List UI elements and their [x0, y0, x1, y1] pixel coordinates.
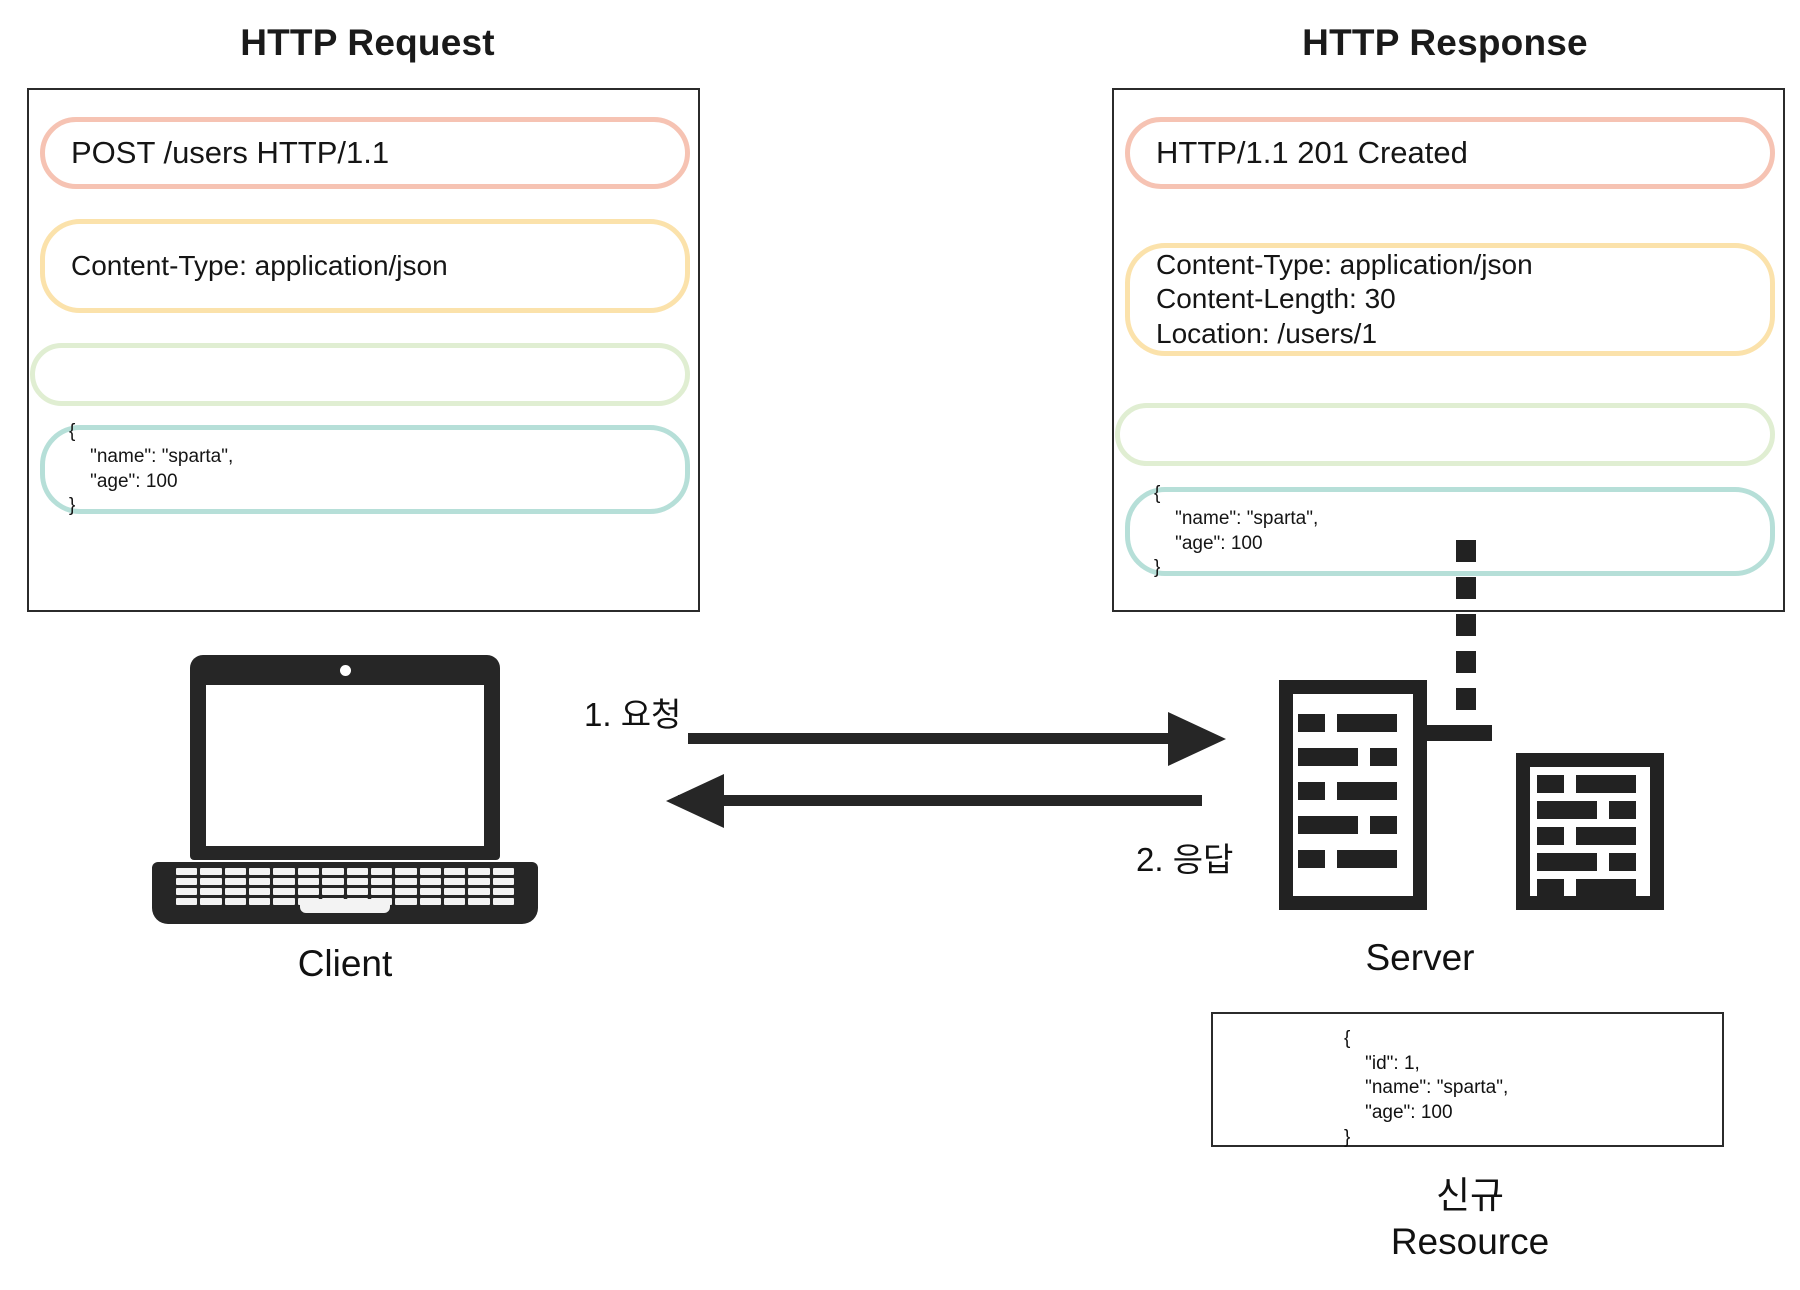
http-response-title: HTTP Response	[1302, 22, 1588, 63]
new-resource-body-text: { "id": 1, "name": "sparta", "age": 100 …	[1344, 1028, 1509, 1148]
response-flow-label: 2. 응답	[1136, 841, 1234, 878]
request-headers-text: Content-Type: application/json	[71, 249, 448, 281]
request-start-line-text: POST /users HTTP/1.1	[71, 135, 390, 171]
request-start-line-pill: POST /users HTTP/1.1	[40, 117, 690, 189]
request-headers-pill: Content-Type: application/json	[40, 219, 690, 313]
response-headers-pill: Content-Type: application/json Content-L…	[1125, 243, 1775, 356]
request-body-text: { "name": "sparta", "age": 100 }	[69, 421, 234, 517]
response-body-pill: { "name": "sparta", "age": 100 }	[1125, 483, 1775, 578]
request-flow-label: 1. 요청	[584, 696, 682, 733]
response-status-line-text: HTTP/1.1 201 Created	[1156, 135, 1468, 171]
new-resource-label: 신규 Resource	[1390, 1175, 1550, 1263]
http-request-title: HTTP Request	[240, 22, 495, 63]
response-body-text: { "name": "sparta", "age": 100 }	[1154, 483, 1319, 579]
response-headers-text: Content-Type: application/json Content-L…	[1156, 249, 1533, 349]
server-label: Server	[1365, 937, 1475, 978]
request-blank-line-pill	[30, 343, 690, 406]
client-label: Client	[297, 943, 393, 984]
response-status-line-pill: HTTP/1.1 201 Created	[1125, 117, 1775, 189]
request-body-pill: { "name": "sparta", "age": 100 }	[40, 421, 690, 516]
response-blank-line-pill	[1115, 403, 1775, 466]
new-resource-box: { "id": 1, "name": "sparta", "age": 100 …	[1211, 1012, 1724, 1148]
